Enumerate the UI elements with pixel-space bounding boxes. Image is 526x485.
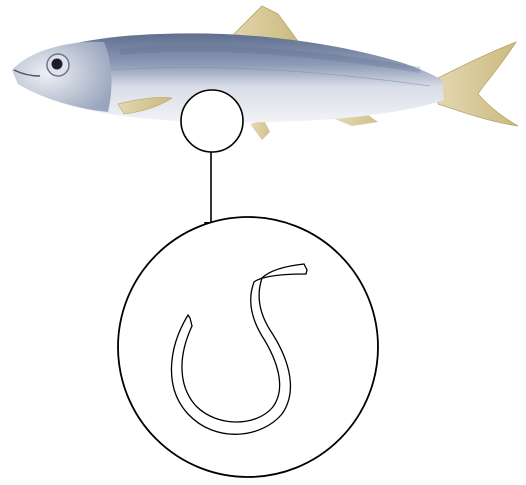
magnified-circle [118, 217, 378, 477]
herring-fish [12, 6, 518, 140]
tail-fin [438, 42, 518, 126]
highlight-circle [181, 90, 243, 152]
fish-pupil [52, 59, 63, 70]
fish-head [12, 42, 111, 112]
pelvic-fin [250, 120, 270, 140]
